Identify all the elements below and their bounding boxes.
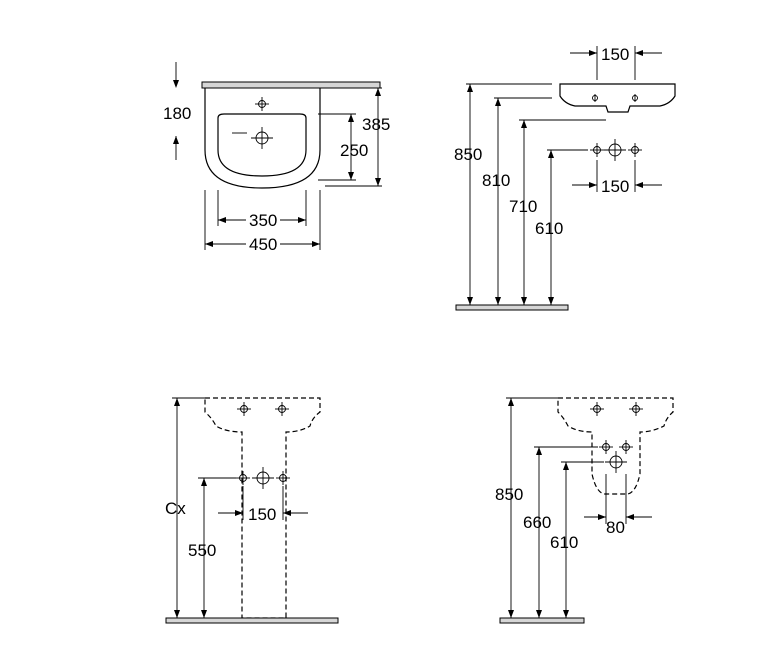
dim-supply-spacing-label: 150: [601, 177, 629, 196]
dim-rim-height-label: Cx: [165, 499, 186, 518]
top-view: 180 385 250 350 450: [163, 62, 390, 254]
tap-hole-icon: [254, 96, 270, 112]
floor-strip: [165, 617, 339, 624]
dim-bowl-depth-label: 250: [340, 141, 368, 160]
supply-left-icon: [235, 470, 251, 486]
dim-supply-height-label: 550: [188, 541, 216, 560]
dim-supply-spacing-label: 80: [606, 518, 625, 537]
dim-supply-height-label: 610: [550, 533, 578, 552]
tap-hole-right-icon: [628, 401, 644, 417]
supply-left-icon: [598, 439, 614, 455]
basin-with-semi-pedestal-outline: [557, 397, 674, 495]
semi-pedestal-view: 850 660 610 80: [495, 397, 674, 624]
dim-overflow-height-label: 810: [482, 171, 510, 190]
dim-overhang-label: 180: [163, 104, 191, 123]
tap-hole-left-icon: [592, 94, 598, 102]
waste-connection-icon: [251, 466, 275, 490]
dim-waste-height-label: 710: [509, 197, 537, 216]
dim-supply-height-label: 610: [535, 219, 563, 238]
dim-bowl-width-label: 350: [249, 211, 277, 230]
bowl-outline: [217, 113, 307, 177]
supply-right-icon: [618, 439, 634, 455]
tap-hole-left-icon: [236, 401, 252, 417]
basin-outline: [204, 88, 321, 189]
pedestal-view: Cx 550 150: [165, 397, 339, 624]
dim-rim-height-label: 850: [495, 485, 523, 504]
waste-connection-icon: [603, 138, 627, 162]
tap-hole-right-icon: [632, 94, 638, 102]
basin-front: [559, 83, 676, 113]
wall-strip: [201, 81, 381, 89]
floor-strip: [499, 617, 585, 624]
dim-rim-height-label: 850: [454, 145, 482, 164]
dim-width-label: 450: [249, 235, 277, 254]
waste-connection-icon: [604, 450, 628, 474]
tap-hole-left-icon: [589, 401, 605, 417]
dim-depth-label: 385: [362, 115, 390, 134]
side-view: 150 850 810 710 610 150: [454, 45, 676, 311]
dim-supply-spacing-label: 150: [248, 505, 276, 524]
basin-with-pedestal-outline: [204, 397, 321, 619]
dim-tap-spacing-label: 150: [601, 45, 629, 64]
dim-waste-height-label: 660: [523, 513, 551, 532]
supply-left-icon: [589, 142, 605, 158]
tap-hole-right-icon: [274, 401, 290, 417]
waste-outlet-icon: [250, 126, 274, 150]
supply-right-icon: [275, 470, 291, 486]
floor-strip: [455, 304, 569, 311]
supply-right-icon: [627, 142, 643, 158]
